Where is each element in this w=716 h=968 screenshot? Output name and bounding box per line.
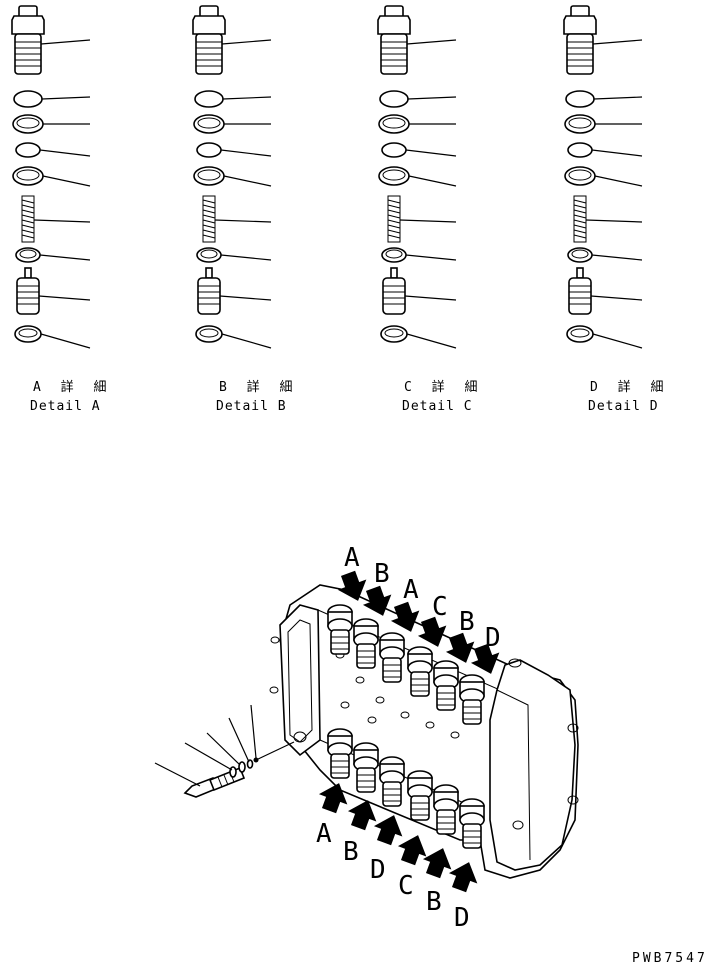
callout-top-5: B — [459, 607, 475, 637]
detail-column-a — [11, 5, 91, 349]
callout-top-4: C — [432, 592, 448, 622]
valve-assembly — [154, 568, 579, 895]
detail-c-caption-jp: C 詳 細 — [404, 379, 483, 395]
detail-b-caption-jp: B 詳 細 — [219, 379, 298, 395]
detail-d-caption-en: Detail D — [588, 399, 659, 414]
detail-column-d — [563, 5, 643, 349]
detail-column-c — [377, 5, 457, 349]
detail-a-caption-en: Detail A — [30, 399, 101, 414]
callout-top-6: D — [485, 623, 501, 653]
callout-bottom-4: C — [398, 871, 414, 901]
detail-a-caption-jp: A 詳 細 — [33, 379, 112, 395]
detail-b-caption-en: Detail B — [216, 399, 287, 414]
callout-top-3: A — [403, 575, 419, 605]
detail-d-caption-jp: D 詳 細 — [590, 379, 669, 395]
detail-column-b — [192, 5, 272, 349]
callout-bottom-3: D — [370, 855, 386, 885]
callout-bottom-1: A — [316, 819, 332, 849]
callout-top-1: A — [344, 543, 360, 573]
drawing-code: PWB7547 — [632, 951, 708, 966]
callout-bottom-6: D — [454, 903, 470, 933]
callout-bottom-5: B — [426, 887, 442, 917]
callout-top-2: B — [374, 559, 390, 589]
detail-c-caption-en: Detail C — [402, 399, 473, 414]
side-bolt-part — [154, 704, 295, 798]
callout-bottom-2: B — [343, 837, 359, 867]
